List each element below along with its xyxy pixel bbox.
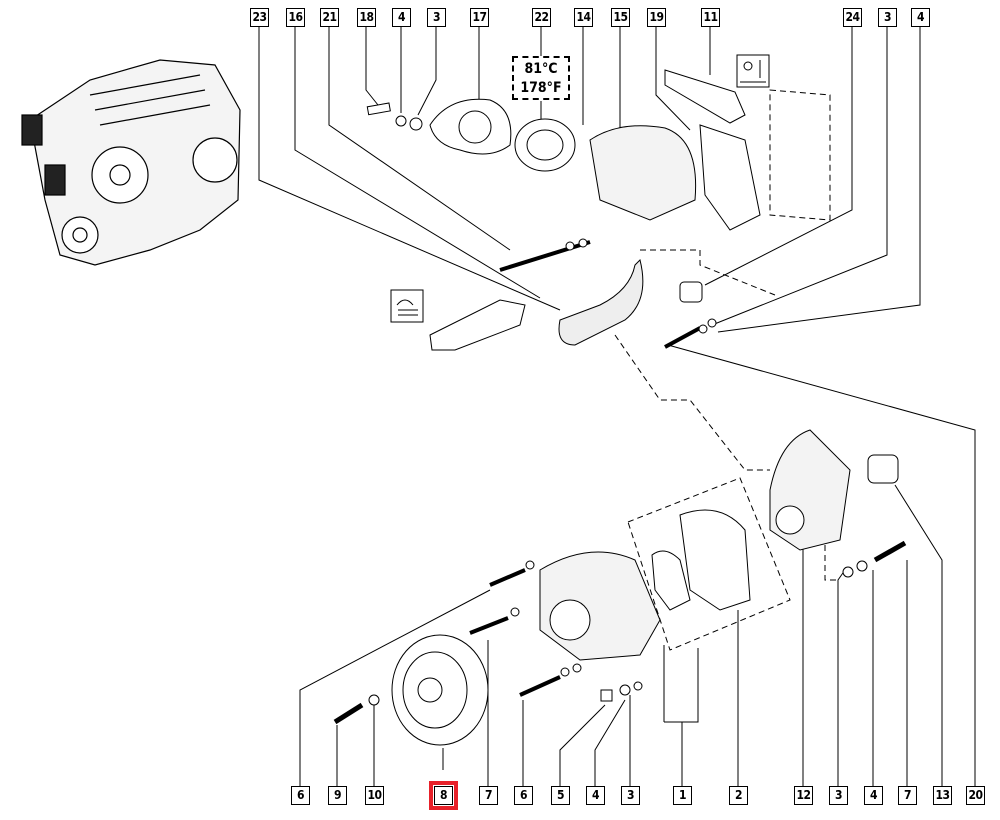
callout-6[interactable]: 6 [291,786,310,805]
callout-6[interactable]: 6 [514,786,533,805]
callout-4[interactable]: 4 [911,8,930,27]
callout-8[interactable]: 8 [429,781,458,810]
callout-4[interactable]: 4 [392,8,411,27]
temperature-celsius: 81°C [524,61,558,77]
callout-9[interactable]: 9 [328,786,347,805]
callout-24[interactable]: 24 [843,8,862,27]
callout-13[interactable]: 13 [933,786,952,805]
callout-14[interactable]: 14 [574,8,593,27]
callout-15[interactable]: 15 [611,8,630,27]
temperature-fahrenheit: 178°F [520,80,562,96]
water-pump-assembly [333,429,907,746]
callout-21[interactable]: 21 [320,8,339,27]
callout-3[interactable]: 3 [878,8,897,27]
coolant-temperature-gauge-icon [390,289,424,323]
engine-overview-illustration [21,59,241,266]
callout-20[interactable]: 20 [966,786,985,805]
callout-4[interactable]: 4 [864,786,883,805]
callout-5[interactable]: 5 [551,786,570,805]
callout-7[interactable]: 7 [479,786,498,805]
callout-2[interactable]: 2 [729,786,748,805]
callout-12[interactable]: 12 [794,786,813,805]
callout-18[interactable]: 18 [357,8,376,27]
callout-3[interactable]: 3 [427,8,446,27]
callout-3[interactable]: 3 [829,786,848,805]
callout-19[interactable]: 19 [647,8,666,27]
callout-17[interactable]: 17 [470,8,489,27]
callout-3[interactable]: 3 [621,786,640,805]
callout-1[interactable]: 1 [673,786,692,805]
thermostat-housing-assembly [366,69,831,351]
callout-4[interactable]: 4 [586,786,605,805]
callout-10[interactable]: 10 [365,786,384,805]
callout-16[interactable]: 16 [286,8,305,27]
callout-22[interactable]: 22 [532,8,551,27]
callout-11[interactable]: 11 [701,8,720,27]
callout-23[interactable]: 23 [250,8,269,27]
callout-7[interactable]: 7 [898,786,917,805]
leader-lines [258,27,976,787]
coolant-temperature-warning-icon [736,54,770,88]
thermostat-temperature-label: 81°C 178°F [512,56,570,100]
